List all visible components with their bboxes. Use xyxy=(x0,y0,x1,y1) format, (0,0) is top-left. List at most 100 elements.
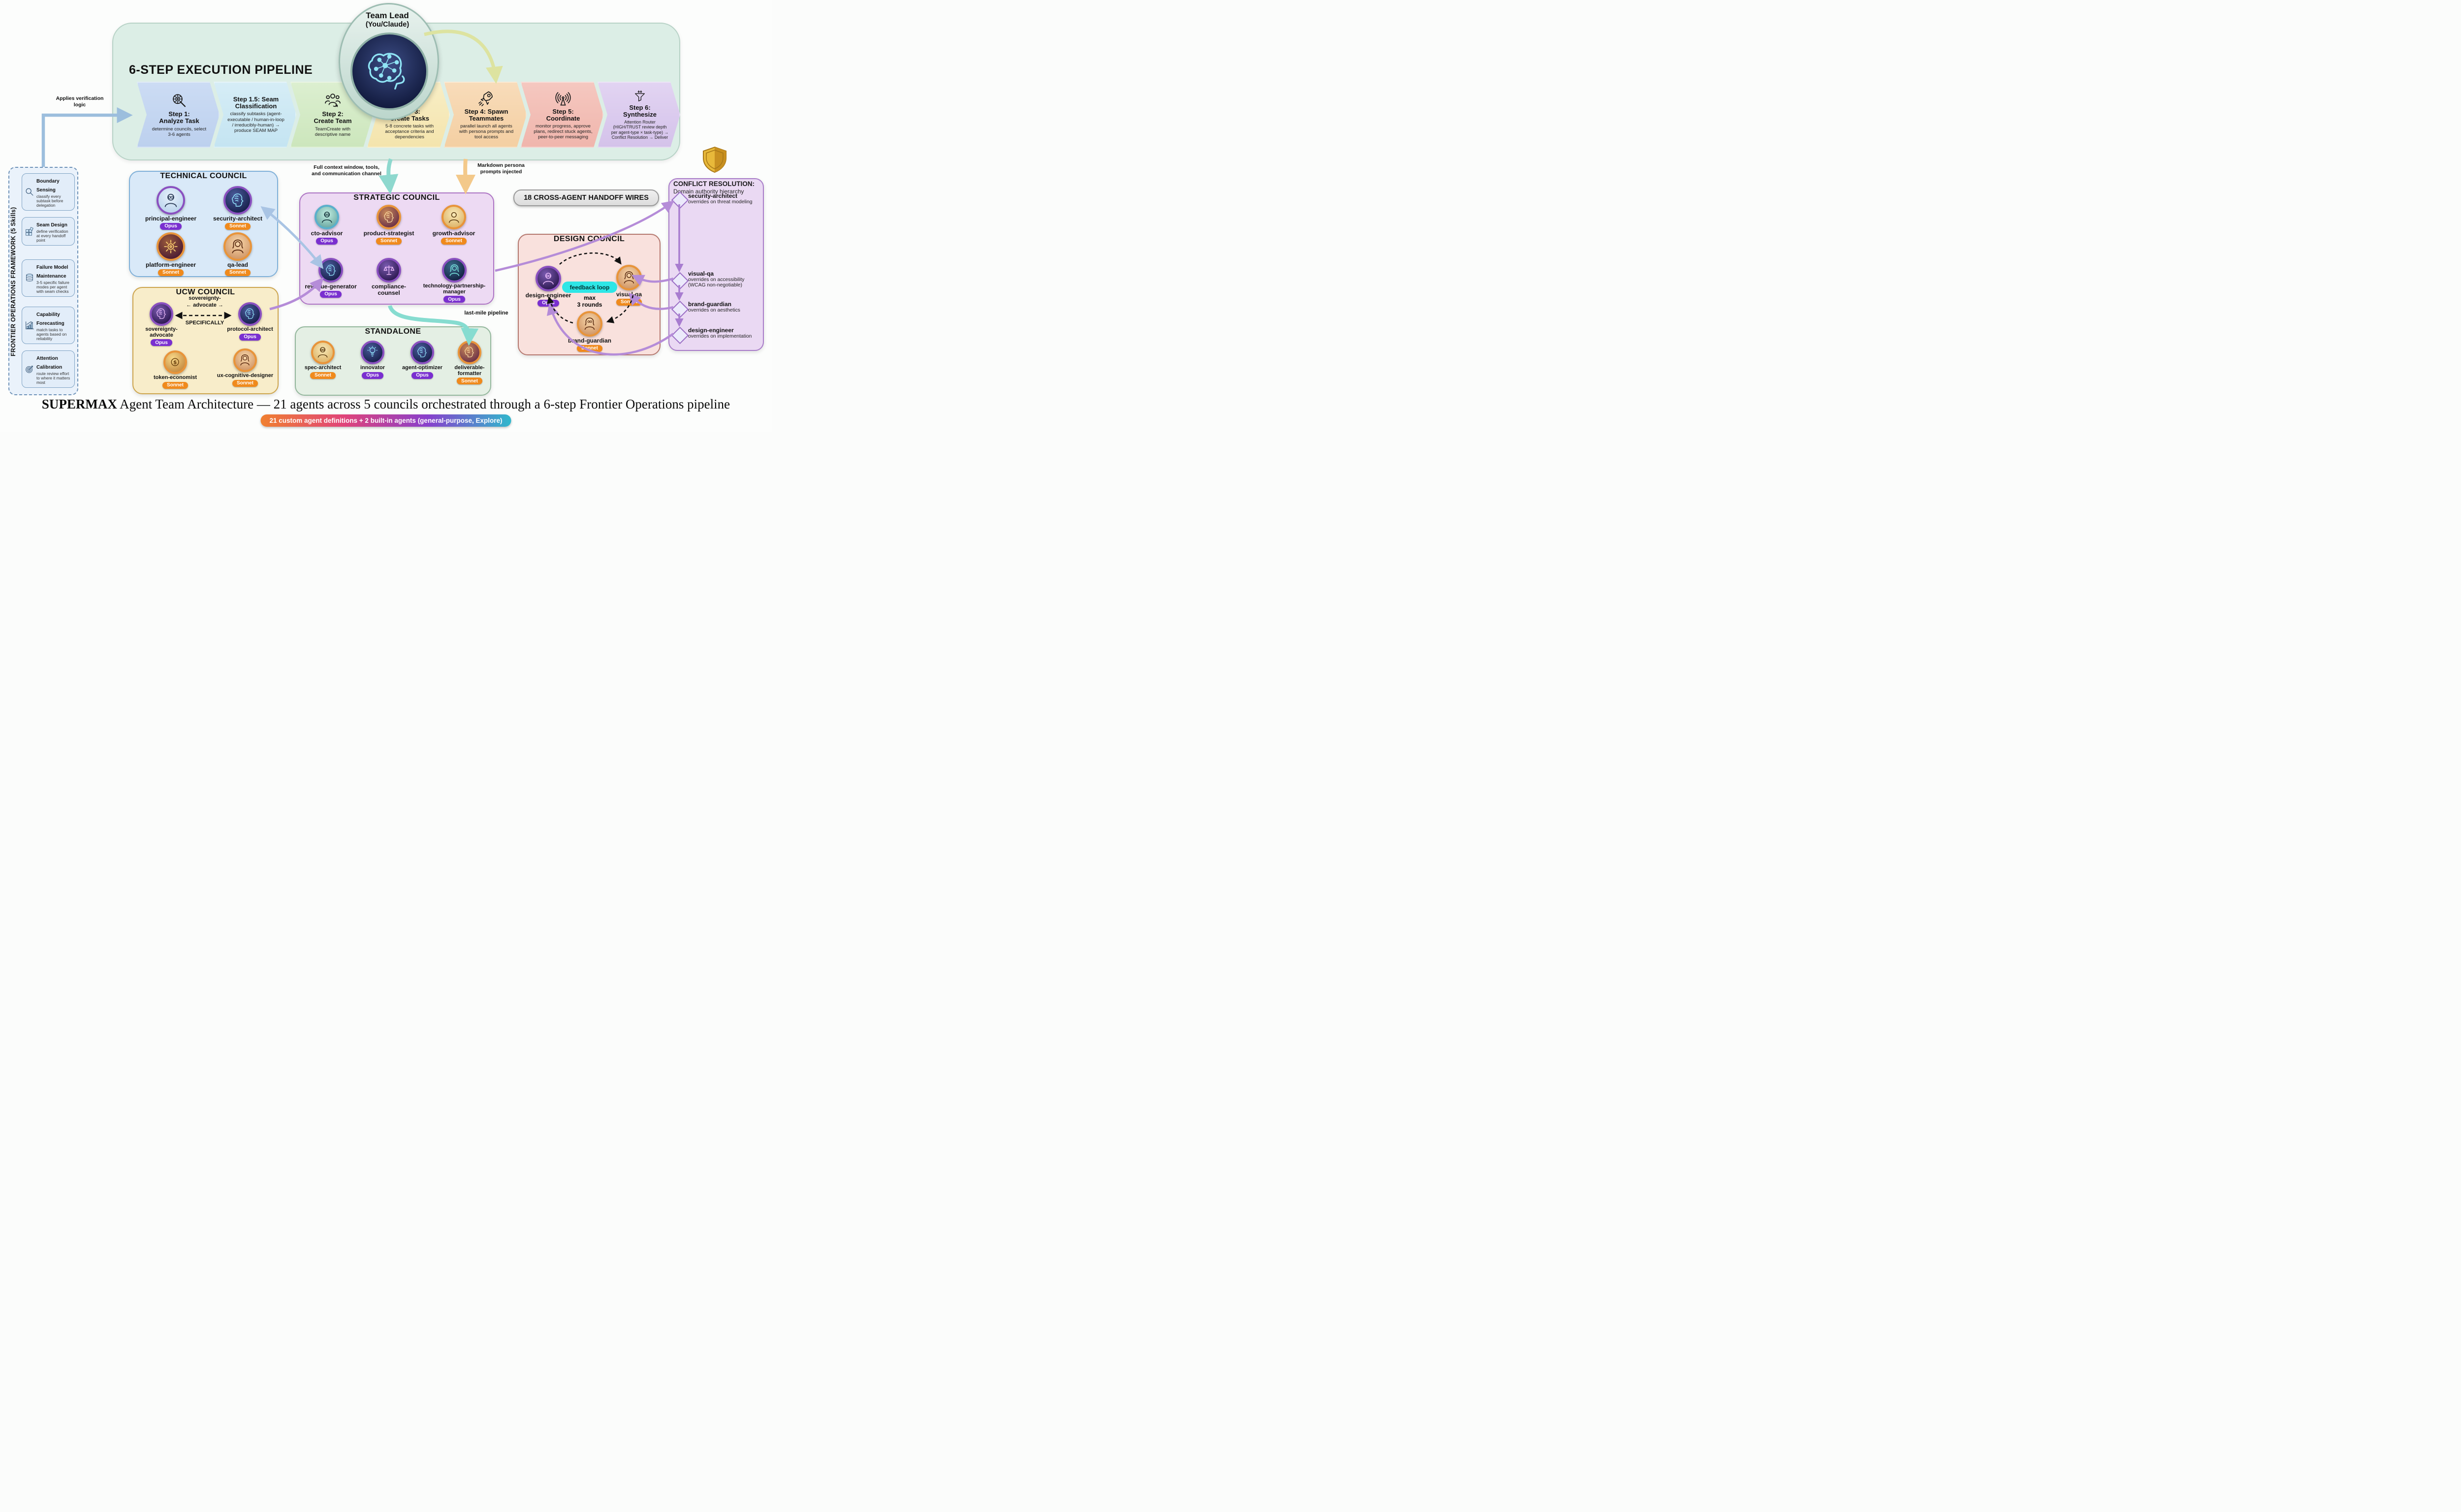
broadcast-icon xyxy=(554,90,572,107)
agent-cto-advisor: cto-advisor Opus xyxy=(301,205,352,245)
rocket-icon xyxy=(477,90,495,107)
agent-deliverable-formatter: deliverable-formatter Sonnet xyxy=(446,341,493,385)
woman-avatar-icon xyxy=(616,265,642,290)
man-avatar-icon xyxy=(442,205,466,229)
step-label: Step 1.5: Seam xyxy=(233,95,279,103)
brain-head-avatar-icon xyxy=(223,186,252,215)
agent-name: security-architect xyxy=(213,215,263,222)
skill-desc: match tasks to agents based on reliabili… xyxy=(36,327,67,342)
agent-name: platform-engineer xyxy=(145,261,196,268)
skill-desc: 3-5 specific failure modes per agent wit… xyxy=(36,280,69,294)
agent-ux-cognitive-designer: ux-cognitive-designer Sonnet xyxy=(216,348,275,387)
technical-council-title: TECHNICAL COUNCIL xyxy=(160,172,247,180)
model-badge: Sonnet xyxy=(232,379,258,387)
strategic-council-title: STRATEGIC COUNCIL xyxy=(353,193,440,202)
agent-name: token-economist xyxy=(153,375,197,380)
agent-name: protocol-architect xyxy=(227,326,273,332)
woman-avatar-icon xyxy=(223,232,252,261)
model-badge: Opus xyxy=(537,299,559,307)
agent-name: ux-cognitive-designer xyxy=(217,373,274,378)
agent-product-strategist: product-strategist Sonnet xyxy=(360,205,417,245)
step-desc: Attention Router (HIGH/TRUST review dept… xyxy=(611,120,669,140)
agent-revenue-generator: revenue-generator Opus xyxy=(303,258,358,298)
brain-head-avatar-icon xyxy=(150,302,173,326)
skill-desc: route review effort to where it matters … xyxy=(36,371,70,385)
model-badge: Opus xyxy=(316,237,338,245)
agent-name: technology-partnership-manager xyxy=(423,283,486,295)
agent-name: principal-engineer xyxy=(145,215,197,222)
full-context-arrow xyxy=(379,158,399,194)
markdown-persona-label: Markdown persona prompts injected xyxy=(477,162,525,175)
agent-innovator: innovator Opus xyxy=(350,341,395,379)
step-desc: 5-8 concrete tasks with acceptance crite… xyxy=(385,123,434,140)
agent-platform-engineer: platform-engineer Sonnet xyxy=(144,232,198,276)
agent-name: sovereignty-advocate xyxy=(145,326,178,338)
cr-desc: overrides on accessibility (WCAG non-neg… xyxy=(688,277,745,288)
step-desc: classify subtasks (agent-executable / hu… xyxy=(227,111,284,133)
step-6-synthesize: Step 6:Synthesize Attention Router (HIGH… xyxy=(598,82,680,148)
persona-prompts-arrow xyxy=(455,158,475,194)
agent-name: product-strategist xyxy=(363,230,414,237)
supermax-architecture-diagram: 6-STEP EXECUTION PIPELINE Step 1:Analyze… xyxy=(0,0,772,432)
max-rounds-label2: 3 rounds xyxy=(577,301,602,308)
model-badge: Sonnet xyxy=(441,237,467,245)
step-label: Step 2: xyxy=(322,110,344,118)
cr-name: security-architect xyxy=(688,192,738,199)
model-badge: Sonnet xyxy=(616,298,642,306)
agent-agent-optimizer: agent-optimizer Opus xyxy=(397,341,448,379)
brain-head-avatar-icon xyxy=(458,341,481,364)
brain-head-avatar-icon xyxy=(410,341,434,364)
agent-name: revenue-generator xyxy=(305,283,357,290)
skill-desc: define verification at every handoff poi… xyxy=(36,229,68,243)
cr-desc: overrides on implementation xyxy=(688,333,752,339)
step-label2: Analyze Task xyxy=(159,117,199,125)
agent-name: compliance-counsel xyxy=(371,283,407,296)
full-context-label: Full context window, tools, and communic… xyxy=(312,164,381,177)
step-desc: parallel launch all agents with persona … xyxy=(459,123,514,140)
agent-security-architect: security-architect Sonnet xyxy=(211,186,265,230)
cr-item-visual-qa: visual-qa overrides on accessibility (WC… xyxy=(688,271,758,288)
brain-head-avatar-icon xyxy=(238,302,262,326)
funnel-icon xyxy=(633,90,647,103)
agent-name: design-engineer xyxy=(525,292,571,299)
man-glasses-avatar-icon xyxy=(311,341,335,364)
skill-name: Seam Design xyxy=(36,222,67,228)
conflict-resolution-panel xyxy=(668,178,764,351)
brain-network-icon xyxy=(350,32,428,110)
pipeline-title: 6-STEP EXECUTION PIPELINE xyxy=(129,63,313,77)
agent-name: agent-optimizer xyxy=(402,365,442,371)
technical-council-panel: TECHNICAL COUNCIL xyxy=(129,171,278,277)
agent-name: visual-qa xyxy=(616,291,642,298)
model-badge: Opus xyxy=(320,290,342,298)
puzzle-icon xyxy=(24,226,35,237)
model-badge: Sonnet xyxy=(225,222,251,230)
cr-desc: overrides on threat modeling xyxy=(688,199,753,205)
model-badge: Opus xyxy=(443,296,465,303)
step-label2: Coordinate xyxy=(546,114,580,122)
caption-bold: SUPERMAX xyxy=(41,397,117,411)
woman-glasses-avatar-icon xyxy=(577,311,602,337)
gear-avatar-icon xyxy=(157,232,185,261)
step-desc: determine councils, select 3-6 agents xyxy=(152,126,207,137)
conflict-resolution-subtitle: Domain authority hierarchy xyxy=(673,188,744,195)
scales-avatar-icon xyxy=(377,258,401,283)
team-lead-title: Team Lead xyxy=(366,11,409,20)
agent-qa-lead: qa-lead Sonnet xyxy=(211,232,265,276)
model-badge: Sonnet xyxy=(376,237,402,245)
cross-agent-handoff-banner: 18 CROSS-AGENT HANDOFF WIRES xyxy=(513,189,659,206)
skill-name: Attention Calibration xyxy=(36,356,63,370)
step-desc: monitor progress, approve plans, redirec… xyxy=(534,123,593,140)
standalone-title: STANDALONE xyxy=(365,327,421,336)
agent-brand-guardian: brand-guardian Sonnet xyxy=(563,311,616,352)
brain-head-avatar-icon xyxy=(318,258,343,283)
step-5-coordinate: Step 5:Coordinate monitor progress, appr… xyxy=(521,82,603,148)
conflict-resolution-title: CONFLICT RESOLUTION: xyxy=(673,180,755,188)
model-badge: Opus xyxy=(411,372,433,379)
dollar-coin-avatar-icon xyxy=(163,350,187,374)
